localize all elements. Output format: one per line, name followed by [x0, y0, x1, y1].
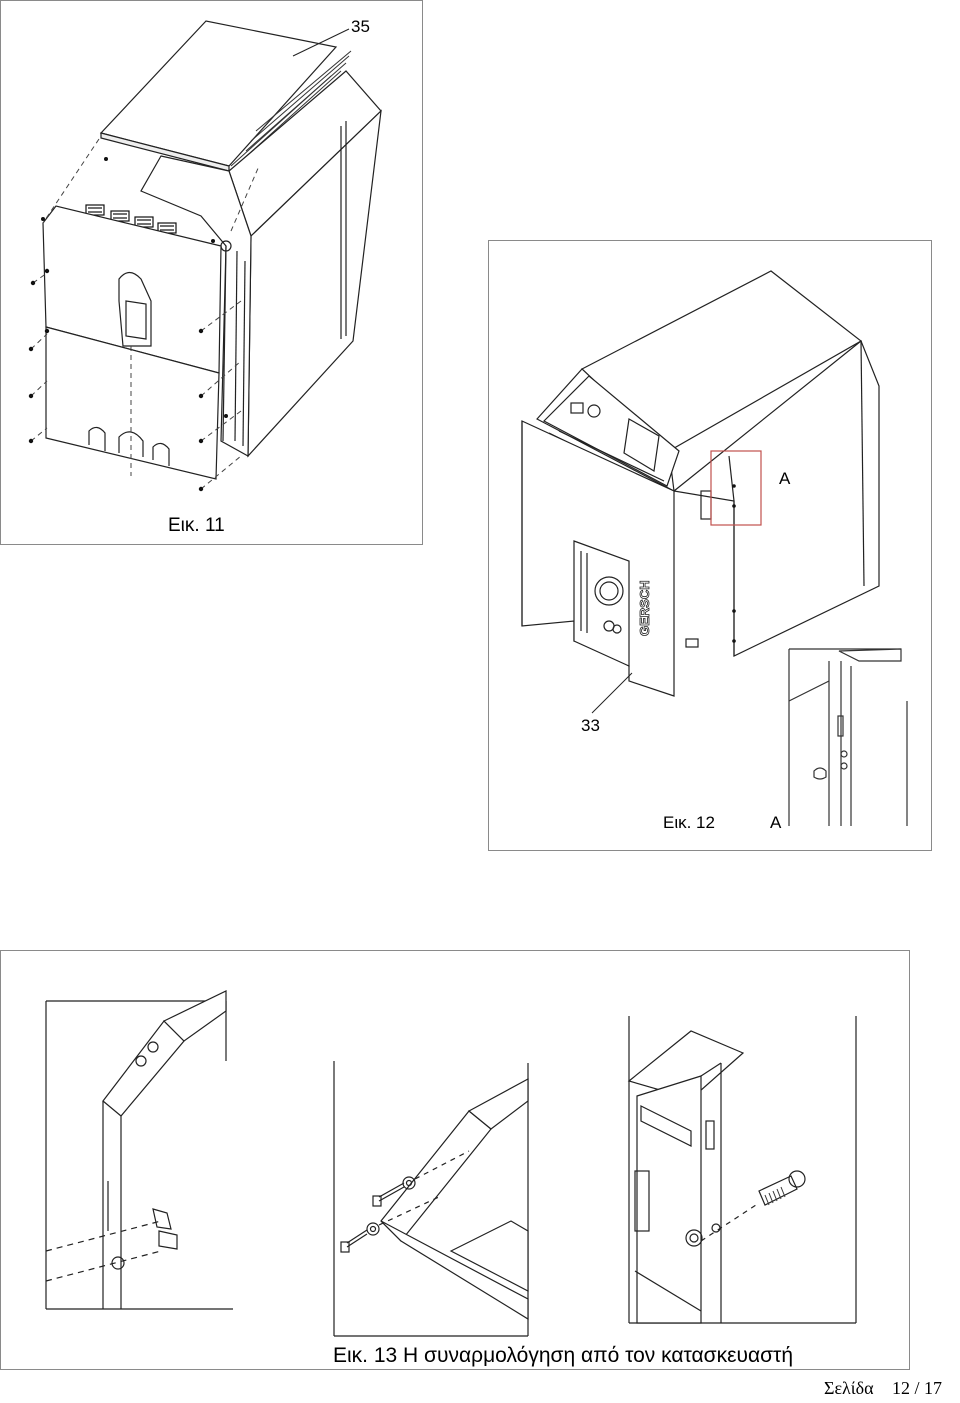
highlight-box-a — [710, 450, 762, 526]
figure-11-caption: Εικ. 11 — [168, 515, 225, 536]
detail-label-inset: A — [770, 813, 782, 832]
figure-12-drawing: GERSCH — [521, 270, 908, 826]
detail-panel-3 — [627, 1016, 857, 1324]
callout-35: 35 — [351, 17, 370, 36]
detail-panel-1 — [45, 990, 233, 1310]
figure-13-caption-prefix: Εικ. 13 — [333, 1344, 398, 1367]
figure-13-caption: Εικ. 13 Η συναρμολόγηση από τον κατασκευ… — [333, 1344, 793, 1368]
figure-11-drawing — [28, 20, 382, 492]
figure-11-frame: 35 Εικ. 11 — [0, 0, 423, 545]
detail-label-box: A — [779, 469, 791, 488]
brand-text: GERSCH — [637, 580, 652, 636]
figure-13-caption-text: Η συναρμολόγηση από τον κατασκευαστή — [403, 1344, 794, 1367]
figure-12-frame: GERSCH A 33 Εικ. 12 A — [488, 240, 932, 851]
figure-12-caption: Εικ. 12 — [663, 813, 715, 832]
callout-33: 33 — [581, 716, 600, 735]
page-label: Σελίδα — [824, 1378, 874, 1398]
page-footer: Σελίδα 12 / 17 — [824, 1378, 942, 1399]
figure-13-drawing — [45, 990, 857, 1337]
page-number: 12 / 17 — [892, 1378, 943, 1398]
figure-13-frame: Εικ. 13 Η συναρμολόγηση από τον κατασκευ… — [0, 950, 910, 1370]
detail-panel-2 — [333, 1061, 529, 1337]
